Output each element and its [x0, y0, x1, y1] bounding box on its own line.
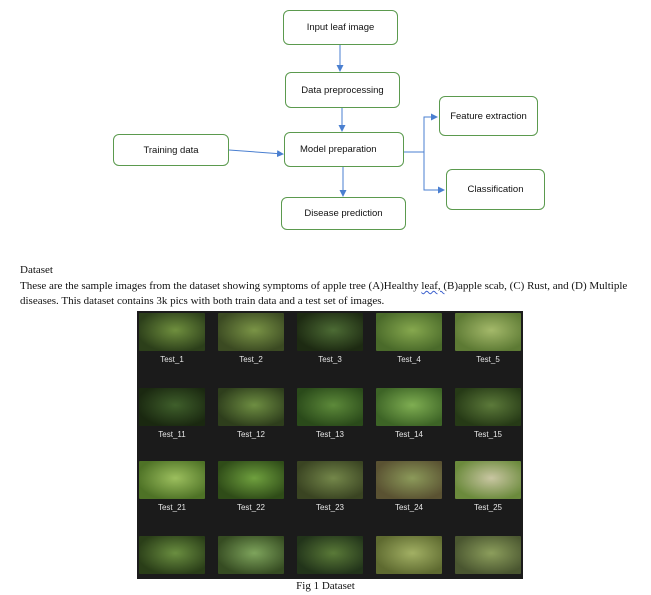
- thumbnail-label: Test_2: [239, 355, 263, 364]
- leaf-image: [297, 313, 363, 351]
- figure-caption: Fig 1 Dataset: [296, 580, 355, 592]
- thumbnail: Test_25: [455, 461, 521, 512]
- thumbnail: [297, 536, 363, 574]
- leaf-image: [218, 313, 284, 351]
- thumbnail: Test_11: [139, 388, 205, 439]
- thumbnail-label: Test_22: [236, 503, 266, 512]
- thumbnail-label: Test_23: [315, 503, 345, 512]
- thumbnail: Test_3: [297, 313, 363, 364]
- section-title: Dataset: [20, 264, 53, 276]
- leaf-image: [218, 388, 284, 426]
- thumbnail-label: Test_5: [476, 355, 500, 364]
- dataset-description: These are the sample images from the dat…: [20, 279, 645, 309]
- thumbnail-label: Test_12: [236, 430, 266, 439]
- description-part-2: B)apple scab, (C) Rust, and (D) Multiple…: [20, 280, 628, 307]
- thumbnail-label: Test_4: [397, 355, 421, 364]
- edge-model-to-feature: [404, 113, 438, 153]
- spellcheck-underlined-text: leaf, (: [421, 280, 448, 292]
- thumbnail-label: Test_21: [157, 503, 187, 512]
- leaf-image: [218, 536, 284, 574]
- leaf-image: [376, 313, 442, 351]
- node-training-data: Training data: [113, 134, 229, 166]
- description-part-1: These are the sample images from the dat…: [20, 280, 422, 292]
- thumbnail: Test_4: [376, 313, 442, 364]
- leaf-image: [139, 313, 205, 351]
- thumbnail: Test_13: [297, 388, 363, 439]
- thumbnail: Test_2: [218, 313, 284, 364]
- leaf-image: [376, 536, 442, 574]
- leaf-image: [139, 388, 205, 426]
- leaf-image: [455, 313, 521, 351]
- flowchart-edges: [228, 45, 445, 197]
- thumbnail: Test_24: [376, 461, 442, 512]
- thumbnail: [376, 536, 442, 574]
- edge-model-to-classification: [404, 151, 445, 194]
- node-feature-extraction: Feature extraction: [439, 96, 538, 136]
- node-disease-prediction: Disease prediction: [281, 197, 406, 230]
- leaf-image: [297, 461, 363, 499]
- thumbnail-label: Test_25: [473, 503, 503, 512]
- node-input-leaf-image: Input leaf image: [283, 10, 398, 45]
- thumbnail: Test_14: [376, 388, 442, 439]
- thumbnail: [455, 536, 521, 574]
- thumbnail: Test_12: [218, 388, 284, 439]
- thumbnail-label: Test_3: [318, 355, 342, 364]
- leaf-image: [455, 388, 521, 426]
- thumbnail: Test_5: [455, 313, 521, 364]
- node-data-preprocessing: Data preprocessing: [285, 72, 400, 108]
- thumbnail: [218, 536, 284, 574]
- leaf-image: [297, 388, 363, 426]
- node-model-preparation: Model preparation: [284, 132, 404, 167]
- leaf-image: [139, 536, 205, 574]
- thumbnail-label: Test_1: [160, 355, 184, 364]
- leaf-image: [376, 461, 442, 499]
- leaf-image: [297, 536, 363, 574]
- thumbnail: Test_22: [218, 461, 284, 512]
- leaf-image: [455, 536, 521, 574]
- thumbnail-label: Test_13: [315, 430, 345, 439]
- thumbnail: Test_21: [139, 461, 205, 512]
- thumbnail-label: Test_11: [158, 430, 186, 439]
- thumbnail: Test_15: [455, 388, 521, 439]
- edge-training-to-model: [228, 149, 284, 158]
- thumbnail-label: Test_24: [394, 503, 424, 512]
- leaf-image: [218, 461, 284, 499]
- thumbnail: Test_23: [297, 461, 363, 512]
- thumbnail-label: Test_15: [473, 430, 503, 439]
- leaf-image: [376, 388, 442, 426]
- leaf-image: [455, 461, 521, 499]
- leaf-image: [139, 461, 205, 499]
- node-classification: Classification: [446, 169, 545, 210]
- thumbnail: Test_1: [139, 313, 205, 364]
- thumbnail: [139, 536, 205, 574]
- thumbnail-label: Test_14: [394, 430, 424, 439]
